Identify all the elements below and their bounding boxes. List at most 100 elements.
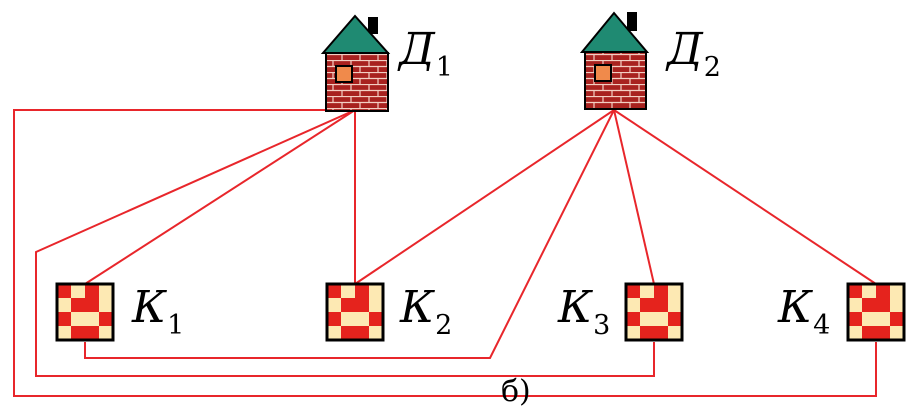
well-label-k4: К4 (778, 282, 830, 341)
tile-cell (876, 312, 890, 326)
tile-cell (862, 312, 876, 326)
tile-cell (626, 284, 640, 298)
tile-cell (848, 284, 862, 298)
tile-cell (626, 326, 640, 340)
tile-cell (876, 298, 890, 312)
tile-cell (876, 326, 890, 340)
tile-cell (640, 298, 654, 312)
tile-cell (327, 298, 341, 312)
tile-cell (668, 298, 682, 312)
tile-cell (640, 326, 654, 340)
figure-caption: б) (501, 374, 531, 409)
tile-cell (369, 312, 383, 326)
tile-cell (876, 284, 890, 298)
tile-cell (57, 284, 71, 298)
tile-cell (355, 326, 369, 340)
connection-lines (13, 109, 877, 397)
tile-cell (71, 312, 85, 326)
well-index: 2 (435, 310, 453, 341)
tile-cell (369, 284, 383, 298)
well-tile-k4 (846, 282, 906, 342)
tile-cell (99, 326, 113, 340)
tile-cell (99, 312, 113, 326)
tile-cell (640, 312, 654, 326)
road-d2-k2 (354, 109, 615, 285)
tile-cell (71, 298, 85, 312)
tile-cell (369, 326, 383, 340)
well-index: 3 (593, 310, 611, 341)
tile-cell (862, 284, 876, 298)
tile-cell (626, 298, 640, 312)
tile-cell (848, 326, 862, 340)
tile-cell (85, 312, 99, 326)
well-tile-k1 (55, 282, 115, 342)
tile-cell (341, 284, 355, 298)
tile-cell (99, 284, 113, 298)
house-index: 2 (703, 52, 721, 83)
house-index: 1 (435, 52, 453, 83)
tile-cell (626, 312, 640, 326)
tile-cell (341, 312, 355, 326)
well-tile-k3 (624, 282, 684, 342)
well-label-k1: К1 (132, 282, 184, 341)
tile-cell (890, 326, 904, 340)
tile-cell (355, 284, 369, 298)
tile-cell (341, 298, 355, 312)
tile-border (55, 282, 115, 342)
tile-cell (890, 298, 904, 312)
tile-cell (890, 284, 904, 298)
well-letter: К (132, 282, 167, 333)
tile-cell (341, 326, 355, 340)
tile-cell (85, 298, 99, 312)
road-d1-k1 (84, 109, 356, 285)
chimney-icon (368, 17, 378, 34)
tile-cell (57, 312, 71, 326)
well-index: 1 (167, 310, 185, 341)
house-letter: Д (667, 24, 703, 75)
road-d2-k4 (613, 109, 877, 285)
tile-cell (654, 326, 668, 340)
window-icon (335, 65, 353, 83)
road-d1-k3 (35, 109, 655, 377)
tile-cell (57, 326, 71, 340)
well-letter: К (558, 282, 593, 333)
house-d2 (579, 11, 650, 110)
road-d1-k4 (13, 109, 877, 397)
tile-cell (85, 284, 99, 298)
tile-cell (848, 312, 862, 326)
tile-cell (71, 284, 85, 298)
tile-cell (85, 326, 99, 340)
tile-cell (99, 298, 113, 312)
tile-cell (369, 298, 383, 312)
brick-wall-icon (584, 51, 647, 110)
chimney-icon (627, 12, 637, 31)
house-letter: Д (399, 24, 435, 75)
house-label-d1: Д1 (399, 24, 453, 83)
tile-cell (654, 312, 668, 326)
tile-cell (668, 312, 682, 326)
tile-border (325, 282, 385, 342)
tile-cell (327, 284, 341, 298)
house-label-d2: Д2 (667, 24, 721, 83)
well-tile-k2 (325, 282, 385, 342)
tile-cell (355, 298, 369, 312)
road-d2-k1 (84, 109, 615, 359)
tile-cell (668, 284, 682, 298)
tile-cell (654, 284, 668, 298)
roof-icon (579, 11, 650, 53)
tile-cell (57, 298, 71, 312)
tile-border (846, 282, 906, 342)
tile-border (624, 282, 684, 342)
well-label-k2: К2 (400, 282, 452, 341)
tile-cell (355, 312, 369, 326)
tile-cell (862, 298, 876, 312)
tile-cell (640, 284, 654, 298)
house-d1 (320, 14, 391, 112)
roof-icon (320, 14, 391, 54)
tile-cell (327, 326, 341, 340)
tile-cell (862, 326, 876, 340)
tile-cell (890, 312, 904, 326)
well-index: 4 (813, 310, 831, 341)
well-letter: К (400, 282, 435, 333)
